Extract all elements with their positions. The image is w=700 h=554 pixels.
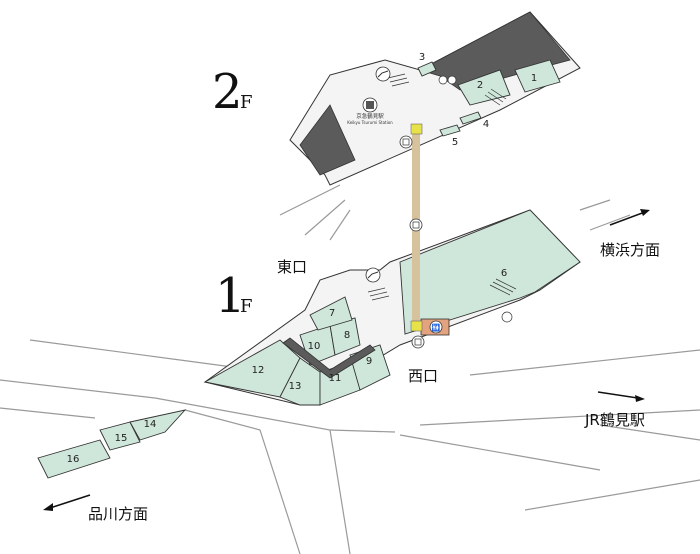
store-8-label: 8 — [344, 330, 350, 341]
escalator-1f-east — [367, 287, 390, 301]
station-icon — [362, 97, 378, 113]
floor-2f — [289, 11, 581, 186]
svg-text:🚻: 🚻 — [432, 323, 441, 332]
store-13-label: 13 — [289, 381, 302, 392]
store-2-area[interactable] — [457, 69, 511, 106]
store-16-label: 16 — [67, 454, 80, 465]
store-15-area[interactable] — [99, 421, 141, 451]
direction-yokohama: 横浜方面 — [600, 241, 660, 259]
corridor-1f — [282, 337, 376, 379]
store-2-label: 2 — [477, 80, 483, 91]
store-6-label: 6 — [501, 268, 507, 279]
escalator-icon — [365, 267, 381, 283]
store-4-label: 4 — [483, 119, 489, 130]
store-12-label: 12 — [252, 365, 265, 376]
store-5-label: 5 — [452, 137, 458, 148]
store-1-area[interactable] — [514, 59, 561, 93]
store-14-area[interactable] — [129, 409, 187, 441]
floor-2f-label-main: 2 — [212, 64, 243, 120]
floor-2f-label-f: F — [240, 92, 253, 113]
station-name-jp: 京急鶴見駅 — [356, 112, 384, 120]
store-15-label: 15 — [115, 433, 128, 444]
floor-1f — [203, 209, 581, 406]
direction-shinagawa: 品川方面 — [88, 505, 148, 523]
platform-2f-dark — [299, 104, 356, 176]
stairs-2f-store-2 — [484, 88, 507, 106]
floor-1f-label-f: F — [240, 296, 253, 317]
stairs-1f-store-6 — [489, 278, 517, 296]
store-11-label: 11 — [329, 373, 342, 384]
shops-south — [37, 409, 187, 479]
store-4-area[interactable] — [459, 111, 482, 125]
elevator-icon — [399, 135, 413, 149]
elevator-1f[interactable] — [410, 320, 423, 332]
store-7-area[interactable] — [309, 296, 353, 331]
exit-west-label: 西口 — [408, 367, 438, 385]
accessible-icon — [438, 75, 448, 85]
store-14-label: 14 — [144, 419, 157, 430]
store-7-label: 7 — [329, 308, 335, 319]
store-3-label: 3 — [419, 52, 425, 63]
elevator-icon — [411, 335, 425, 349]
floor-1f-label-main: 1 — [215, 268, 246, 324]
station-name-en: Keikyu Tsurumi Station — [347, 120, 393, 125]
direction-jr-tsurumi: JR鶴見駅 — [584, 411, 645, 429]
wheelchair-icon — [447, 75, 457, 85]
store-16-area[interactable] — [37, 439, 111, 479]
store-1-label: 1 — [531, 73, 537, 84]
store-6-area[interactable] — [399, 209, 581, 335]
store-5-area[interactable] — [439, 124, 461, 137]
ic-card-icon — [501, 311, 513, 323]
elevator-2f[interactable] — [410, 123, 423, 135]
store-9-label: 9 — [366, 356, 372, 367]
store-10-label: 10 — [308, 341, 321, 352]
road-network — [0, 184, 700, 554]
exit-east-label: 東口 — [277, 258, 307, 276]
toilet-icon: 🚻 — [429, 320, 443, 334]
escalator-2f — [387, 73, 410, 87]
store-3-area[interactable] — [417, 61, 437, 77]
escalator-icon — [375, 66, 391, 82]
elevator-icon — [409, 218, 423, 232]
